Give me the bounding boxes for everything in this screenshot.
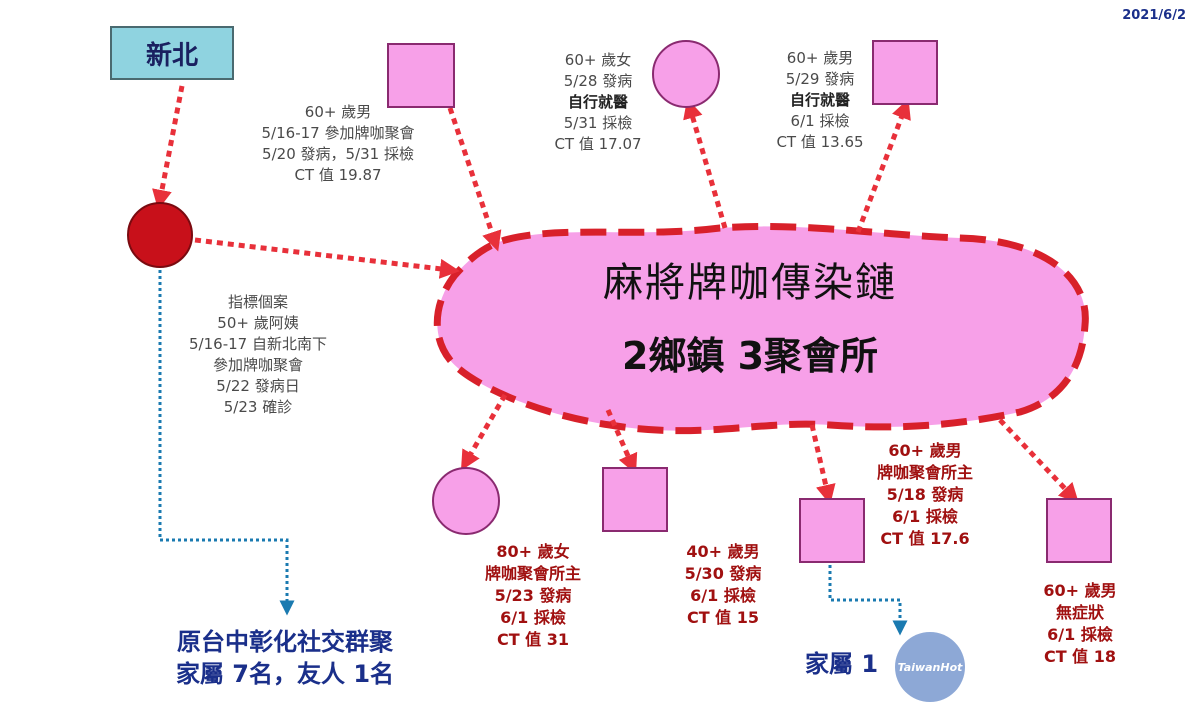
- index-case-info: 指標個案 50+ 歲阿姨 5/16-17 自新北南下 參加牌咖聚會 5/22 發…: [189, 293, 327, 416]
- watermark-logo: TaiwanHot: [895, 632, 965, 702]
- arrow-cloud-to-female80: [460, 393, 508, 471]
- cluster-title-line1: 麻將牌咖傳染鏈: [603, 260, 897, 306]
- male60a-node: [387, 43, 455, 108]
- male60a-info: 60+ 歲男 5/16-17 參加牌咖聚會 5/20 發病，5/31 採檢 CT…: [261, 103, 415, 184]
- arrow-cloud-to-asym60: [998, 418, 1079, 504]
- male60b-node: [872, 40, 938, 105]
- male60b-info: 60+ 歲男 5/29 發病 自行就醫 6/1 採檢 CT 值 13.65: [776, 49, 864, 151]
- date-label: 2021/6/2: [1122, 8, 1186, 23]
- family-note: 家屬 1: [805, 650, 879, 678]
- arrow-host-to-family: [828, 565, 908, 636]
- host60-info: 60+ 歲男 牌咖聚會所主 5/18 發病 6/1 採檢 CT 值 17.6: [876, 441, 973, 548]
- female60-node: [652, 40, 720, 108]
- arrow-xinbei-to-index: [152, 85, 185, 210]
- female80-info: 80+ 歲女 牌咖聚會所主 5/23 發病 6/1 採檢 CT 值 31: [484, 542, 581, 649]
- cluster-cloud: [433, 222, 1089, 435]
- arrow-cloud-to-female60: [683, 98, 728, 229]
- male40-node: [602, 467, 668, 532]
- asym60-node: [1046, 498, 1112, 563]
- arrow-index-to-taichung: [158, 270, 295, 616]
- index-case-node: [127, 202, 193, 268]
- cluster-title-line2: 2鄉鎮 3聚會所: [621, 334, 879, 378]
- taichung-cluster-info: 原台中彰化社交群聚 家屬 7名，友人 1名: [175, 628, 395, 688]
- female80-node: [432, 467, 500, 535]
- arrow-cloud-to-male60b: [855, 98, 911, 233]
- male40-info: 40+ 歲男 5/30 發病 6/1 採檢 CT 值 15: [684, 542, 762, 627]
- arrow-male60a-to-cloud: [447, 107, 502, 252]
- host60-node: [799, 498, 865, 563]
- arrow-cloud-to-host60: [809, 424, 836, 505]
- origin-box-xinbei: 新北: [110, 26, 234, 80]
- female60-info: 60+ 歲女 5/28 發病 自行就醫 5/31 採檢 CT 值 17.07: [554, 51, 642, 153]
- arrow-index-to-cloud: [194, 237, 460, 279]
- asym60-info: 60+ 歲男 無症狀 6/1 採檢 CT 值 18: [1043, 581, 1117, 666]
